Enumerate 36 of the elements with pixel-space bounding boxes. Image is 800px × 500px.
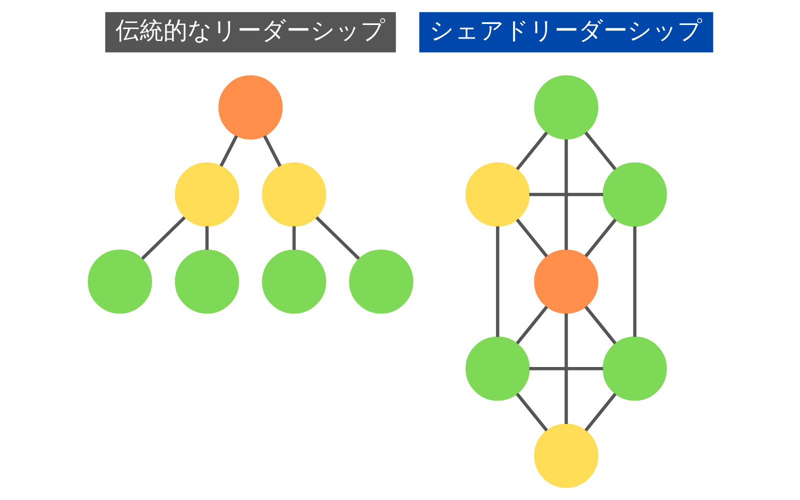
- connector: [584, 306, 616, 344]
- connector: [496, 226, 499, 337]
- connector: [528, 192, 603, 196]
- node-box: シェアドリーダーシップ: [418, 12, 713, 52]
- node-circle: [87, 249, 152, 314]
- node-circle: [602, 336, 666, 401]
- connector: [564, 314, 568, 424]
- node-circle: [602, 162, 666, 227]
- node-circle: [534, 424, 598, 488]
- connector: [528, 367, 603, 370]
- connector: [314, 216, 360, 260]
- node-circle: [534, 75, 598, 140]
- node-circle: [534, 249, 598, 314]
- connector: [564, 139, 568, 250]
- connector: [632, 226, 636, 337]
- connector: [515, 392, 548, 432]
- node-circle: [174, 249, 239, 314]
- connector: [584, 132, 616, 170]
- node-circle: [261, 249, 326, 314]
- node-box: 伝統的なリーダーシップ: [104, 12, 396, 52]
- connector: [515, 218, 548, 258]
- node-circle: [465, 336, 530, 401]
- connector: [584, 392, 616, 432]
- node-circle: [348, 249, 413, 314]
- connector: [140, 216, 186, 260]
- node-circle: [465, 162, 530, 227]
- connector: [515, 132, 548, 170]
- node-circle: [174, 162, 239, 227]
- connector: [584, 218, 616, 258]
- connector: [515, 306, 548, 344]
- node-circle: [261, 162, 326, 227]
- connector: [292, 226, 296, 250]
- connector: [204, 226, 208, 250]
- node-circle: [218, 75, 282, 140]
- connector: [262, 135, 282, 167]
- connector: [219, 135, 238, 167]
